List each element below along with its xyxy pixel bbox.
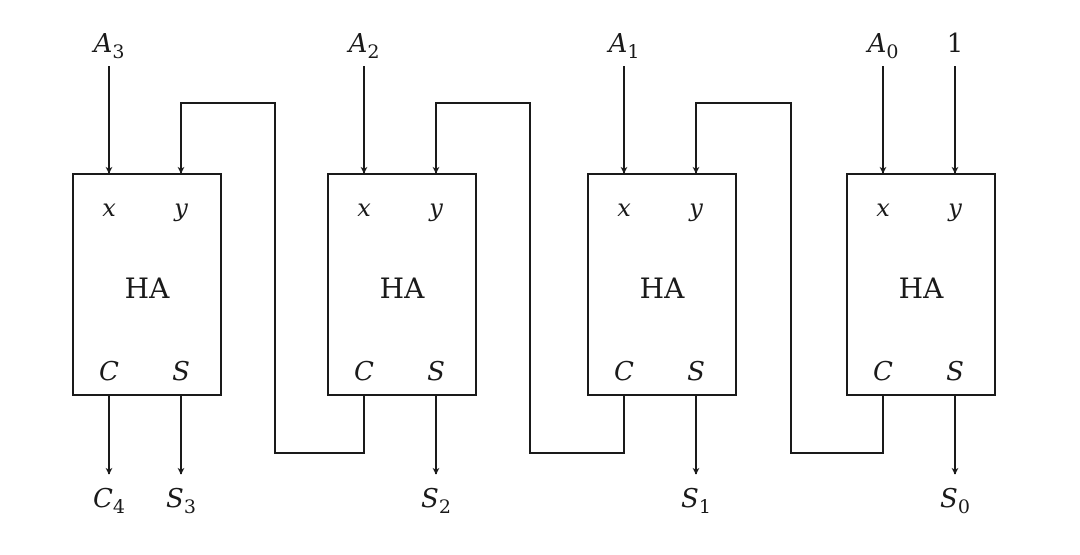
output-label-s1-base: S [681,484,699,514]
output-label-s0-subscript: 0 [958,496,970,518]
output-label-s2-subscript: 2 [439,496,451,518]
output-label-s2: S2 [421,484,451,518]
half-adder-ha3: HA x yC S [72,66,365,475]
half-adder-label: HA [899,272,944,305]
output-label-s1: S1 [681,484,711,518]
input-label-a0-base: A [866,29,887,59]
half-adder-box [327,173,477,396]
half-adder-ha2: HA x yC S [327,66,625,475]
input-label-a2-base: A [347,29,368,59]
port-s-label: S [946,357,964,387]
port-y-label: y [947,194,962,222]
port-c-label: C [614,357,634,387]
constant-one-label: 1 [947,29,964,59]
port-c-label: C [99,357,119,387]
half-adder-label: HA [380,272,425,305]
input-label-a3-base: A [92,29,113,59]
output-label-s0: S0 [940,484,970,518]
output-label-s0-base: S [940,484,958,514]
port-y-label: y [428,194,443,222]
carry-wire [692,102,884,454]
output-label-s3-subscript: 3 [184,496,196,518]
input-label-a1: A1 [607,29,640,63]
port-x-label: x [876,194,890,222]
input-label-a1-base: A [607,29,628,59]
carry-wire [432,102,625,454]
output-label-s2-base: S [421,484,439,514]
port-x-label: x [617,194,631,222]
output-label-c4-base: C [93,484,113,514]
output-label-c4: C4 [93,484,125,518]
output-label-s1-subscript: 1 [699,496,711,518]
input-label-a3: A3 [92,29,125,63]
half-adder-box [587,173,737,396]
port-x-label: x [357,194,371,222]
half-adder-ha1: HA x yC S [587,66,884,475]
port-s-label: S [687,357,705,387]
port-c-label: C [354,357,374,387]
half-adder-box [846,173,996,396]
half-adder-label: HA [125,272,170,305]
output-label-s3-base: S [166,484,184,514]
input-label-a2-subscript: 2 [367,41,379,63]
port-c-label: C [873,357,893,387]
port-y-label: y [173,194,188,222]
input-label-a2: A2 [347,29,380,63]
half-adder-box [72,173,222,396]
carry-wire [177,102,365,454]
input-label-a0-subscript: 0 [886,41,898,63]
port-s-label: S [427,357,445,387]
output-label-s3: S3 [166,484,196,518]
output-label-c4-subscript: 4 [113,496,125,518]
input-label-a3-subscript: 3 [112,41,124,63]
port-y-label: y [688,194,703,222]
input-label-a0: A0 [866,29,899,63]
input-label-a1-subscript: 1 [627,41,639,63]
port-x-label: x [102,194,116,222]
half-adder-label: HA [640,272,685,305]
port-s-label: S [172,357,190,387]
half-adder-ha0: HA x yC S 1 [846,29,996,475]
